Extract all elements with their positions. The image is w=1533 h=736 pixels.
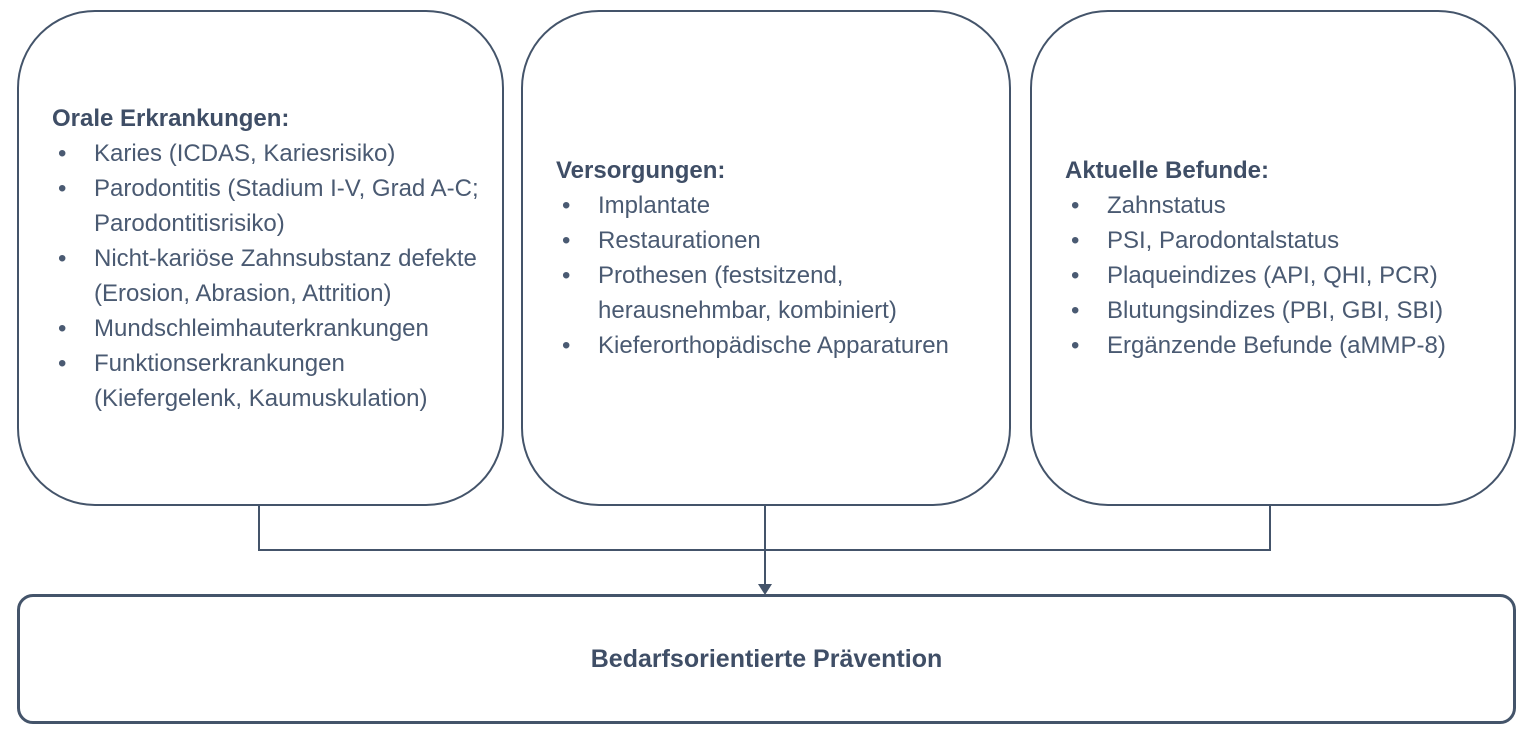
- box-content: Versorgungen: Implantate Restaurationen …: [523, 153, 1009, 363]
- bullet-item: Nicht-kariöse Zahnsubstanz defekte (Eros…: [52, 241, 488, 311]
- box-title: Aktuelle Befunde:: [1065, 157, 1270, 184]
- bullet-item: Blutungsindizes (PBI, GBI, SBI): [1065, 293, 1500, 328]
- connector-right-vertical: [1269, 505, 1271, 551]
- connector-left-vertical: [258, 505, 260, 551]
- bullet-list: Karies (ICDAS, Kariesrisiko) Parodontiti…: [52, 136, 488, 416]
- bullet-item: Zahnstatus: [1065, 188, 1500, 223]
- bullet-item: Prothesen (festsitzend, herausnehmbar, k…: [556, 258, 953, 328]
- box-content: Aktuelle Befunde: Zahnstatus PSI, Parodo…: [1032, 153, 1514, 363]
- box-orale-erkrankungen: Orale Erkrankungen: Karies (ICDAS, Karie…: [17, 10, 504, 506]
- bullet-item: Funktionserkrankungen (Kiefergelenk, Kau…: [52, 346, 488, 416]
- connector-middle-vertical: [764, 505, 766, 585]
- bullet-item: Plaqueindizes (API, QHI, PCR): [1065, 258, 1500, 293]
- bullet-item: Parodontitis (Stadium I-V, Grad A-C; Par…: [52, 171, 488, 241]
- bullet-item: Implantate: [556, 188, 953, 223]
- bullet-list: Zahnstatus PSI, Parodontalstatus Plaquei…: [1065, 188, 1500, 363]
- arrow-down-icon: [758, 584, 772, 595]
- bullet-item: Mundschleimhauterkrankungen: [52, 311, 488, 346]
- box-title: Versorgungen:: [556, 157, 726, 184]
- bullet-item: Kieferorthopädische Apparaturen: [556, 328, 953, 363]
- bullet-item: Restaurationen: [556, 223, 953, 258]
- box-content: Orale Erkrankungen: Karies (ICDAS, Karie…: [19, 101, 502, 416]
- box-versorgungen: Versorgungen: Implantate Restaurationen …: [521, 10, 1011, 506]
- result-box: Bedarfsorientierte Prävention: [17, 594, 1516, 724]
- box-aktuelle-befunde: Aktuelle Befunde: Zahnstatus PSI, Parodo…: [1030, 10, 1516, 506]
- bullet-item: Karies (ICDAS, Kariesrisiko): [52, 136, 488, 171]
- box-title: Orale Erkrankungen:: [52, 104, 290, 132]
- bullet-item: Ergänzende Befunde (aMMP-8): [1065, 328, 1500, 363]
- bullet-item: PSI, Parodontalstatus: [1065, 223, 1500, 258]
- result-label: Bedarfsorientierte Prävention: [590, 644, 943, 673]
- bullet-list: Implantate Restaurationen Prothesen (fes…: [556, 188, 953, 363]
